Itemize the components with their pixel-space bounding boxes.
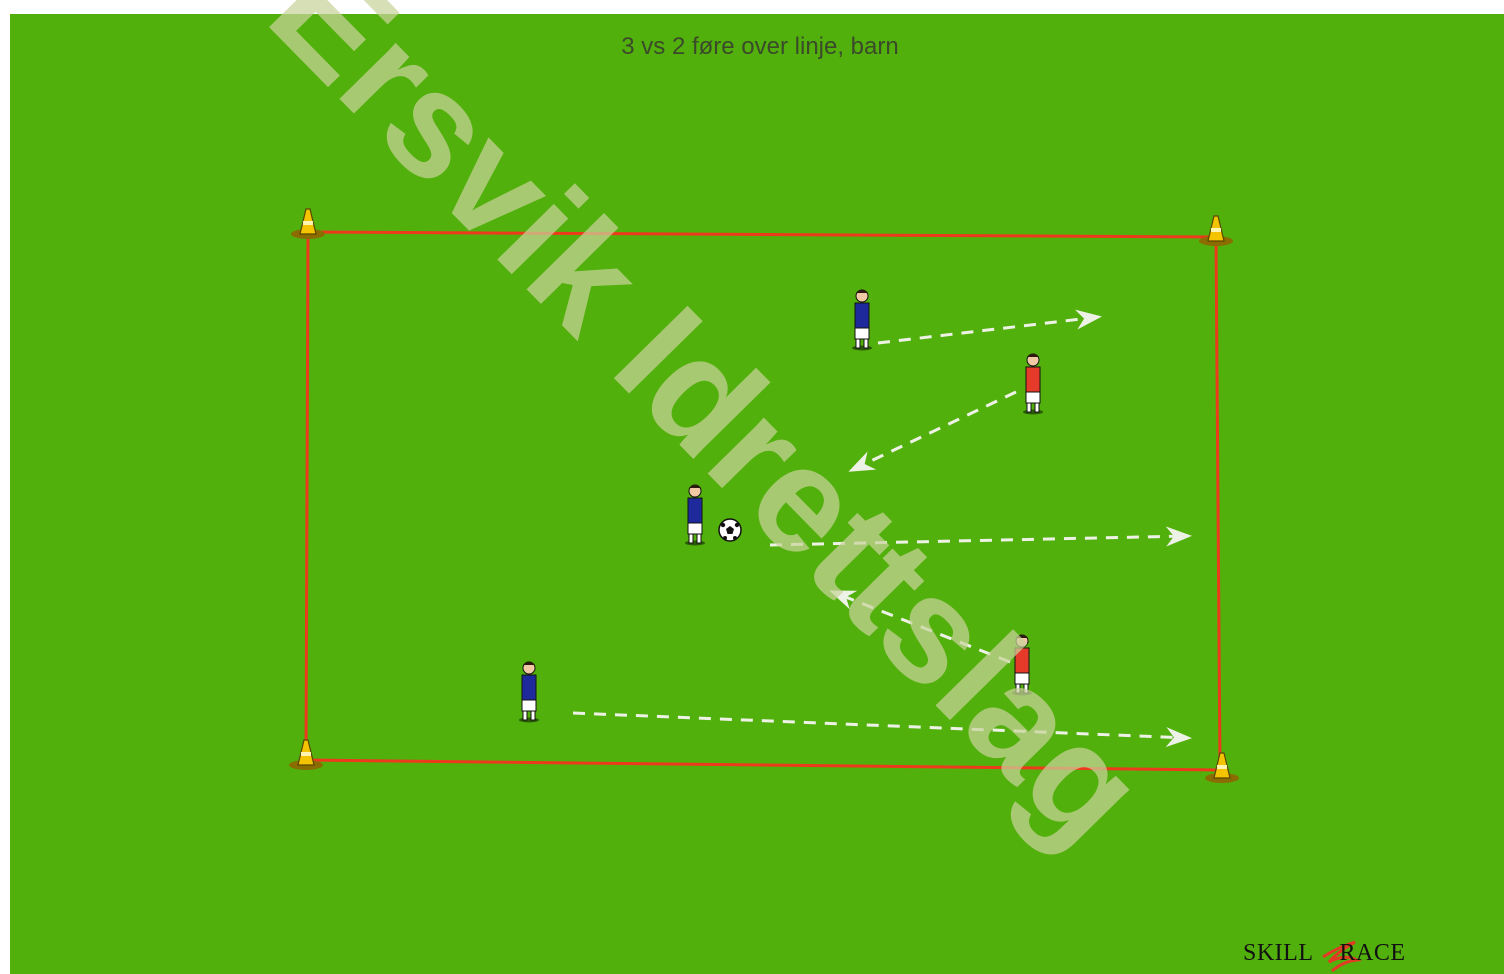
page-title: 3 vs 2 føre over linje, barn <box>0 33 1504 61</box>
brand-right: RACE <box>1340 940 1406 966</box>
brand-logo: SKILL RACE <box>1243 940 1443 967</box>
brand-left: SKILL <box>1243 940 1314 966</box>
